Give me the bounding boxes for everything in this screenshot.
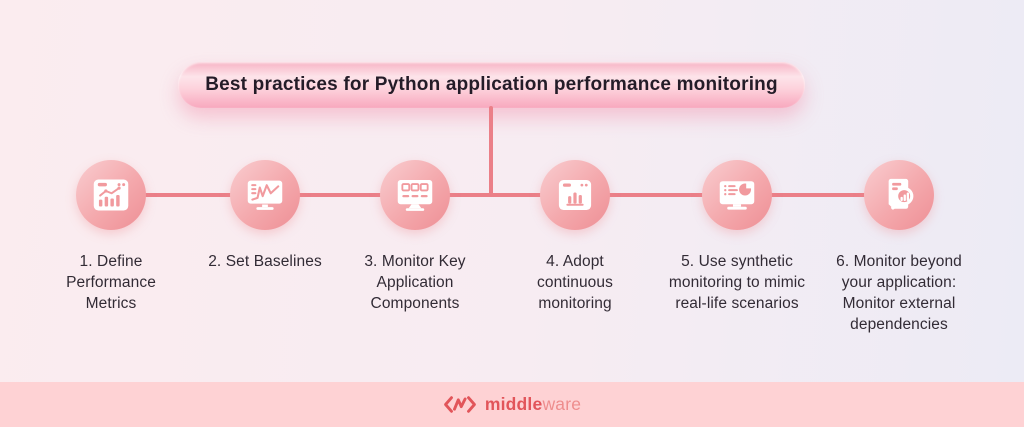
horizontal-connector-line [111,193,899,197]
brand-light-text: ware [542,394,582,414]
page-title: Best practices for Python application pe… [205,74,778,95]
step-circle-4 [540,160,610,230]
middleware-logo: middleware [443,394,581,415]
step-circle-2 [230,160,300,230]
middleware-logo-icon [443,396,476,413]
document-magnifier-chart-icon [888,178,914,210]
step-circle-3 [380,160,450,230]
step-circle-6 [864,160,934,230]
step-label-2: 2. Set Baselines [208,253,322,270]
step-label-3: 3. Monitor Key Application Components [364,253,466,312]
title-banner: Best practices for Python application pe… [178,62,805,108]
brand-wordmark: middleware [485,394,581,415]
step-label-4: 4. Adopt continuous monitoring [537,253,613,312]
browser-bar-chart-icon [93,179,129,211]
browser-histogram-icon [558,180,592,210]
monitor-components-icon [397,180,433,211]
footer-band: middleware [0,382,1024,427]
step-circle-1 [76,160,146,230]
monitor-checklist-pie-icon [719,181,755,210]
vertical-connector-line [489,106,493,195]
brand-bold-text: middle [484,394,543,414]
step-circle-5 [702,160,772,230]
step-label-5: 5. Use synthetic monitoring to mimic rea… [668,253,806,312]
step-label-1: 1. Define Performance Metrics [66,253,156,312]
step-label-6: 6. Monitor beyond your application: Moni… [836,253,962,333]
monitor-line-chart-icon [247,180,283,210]
